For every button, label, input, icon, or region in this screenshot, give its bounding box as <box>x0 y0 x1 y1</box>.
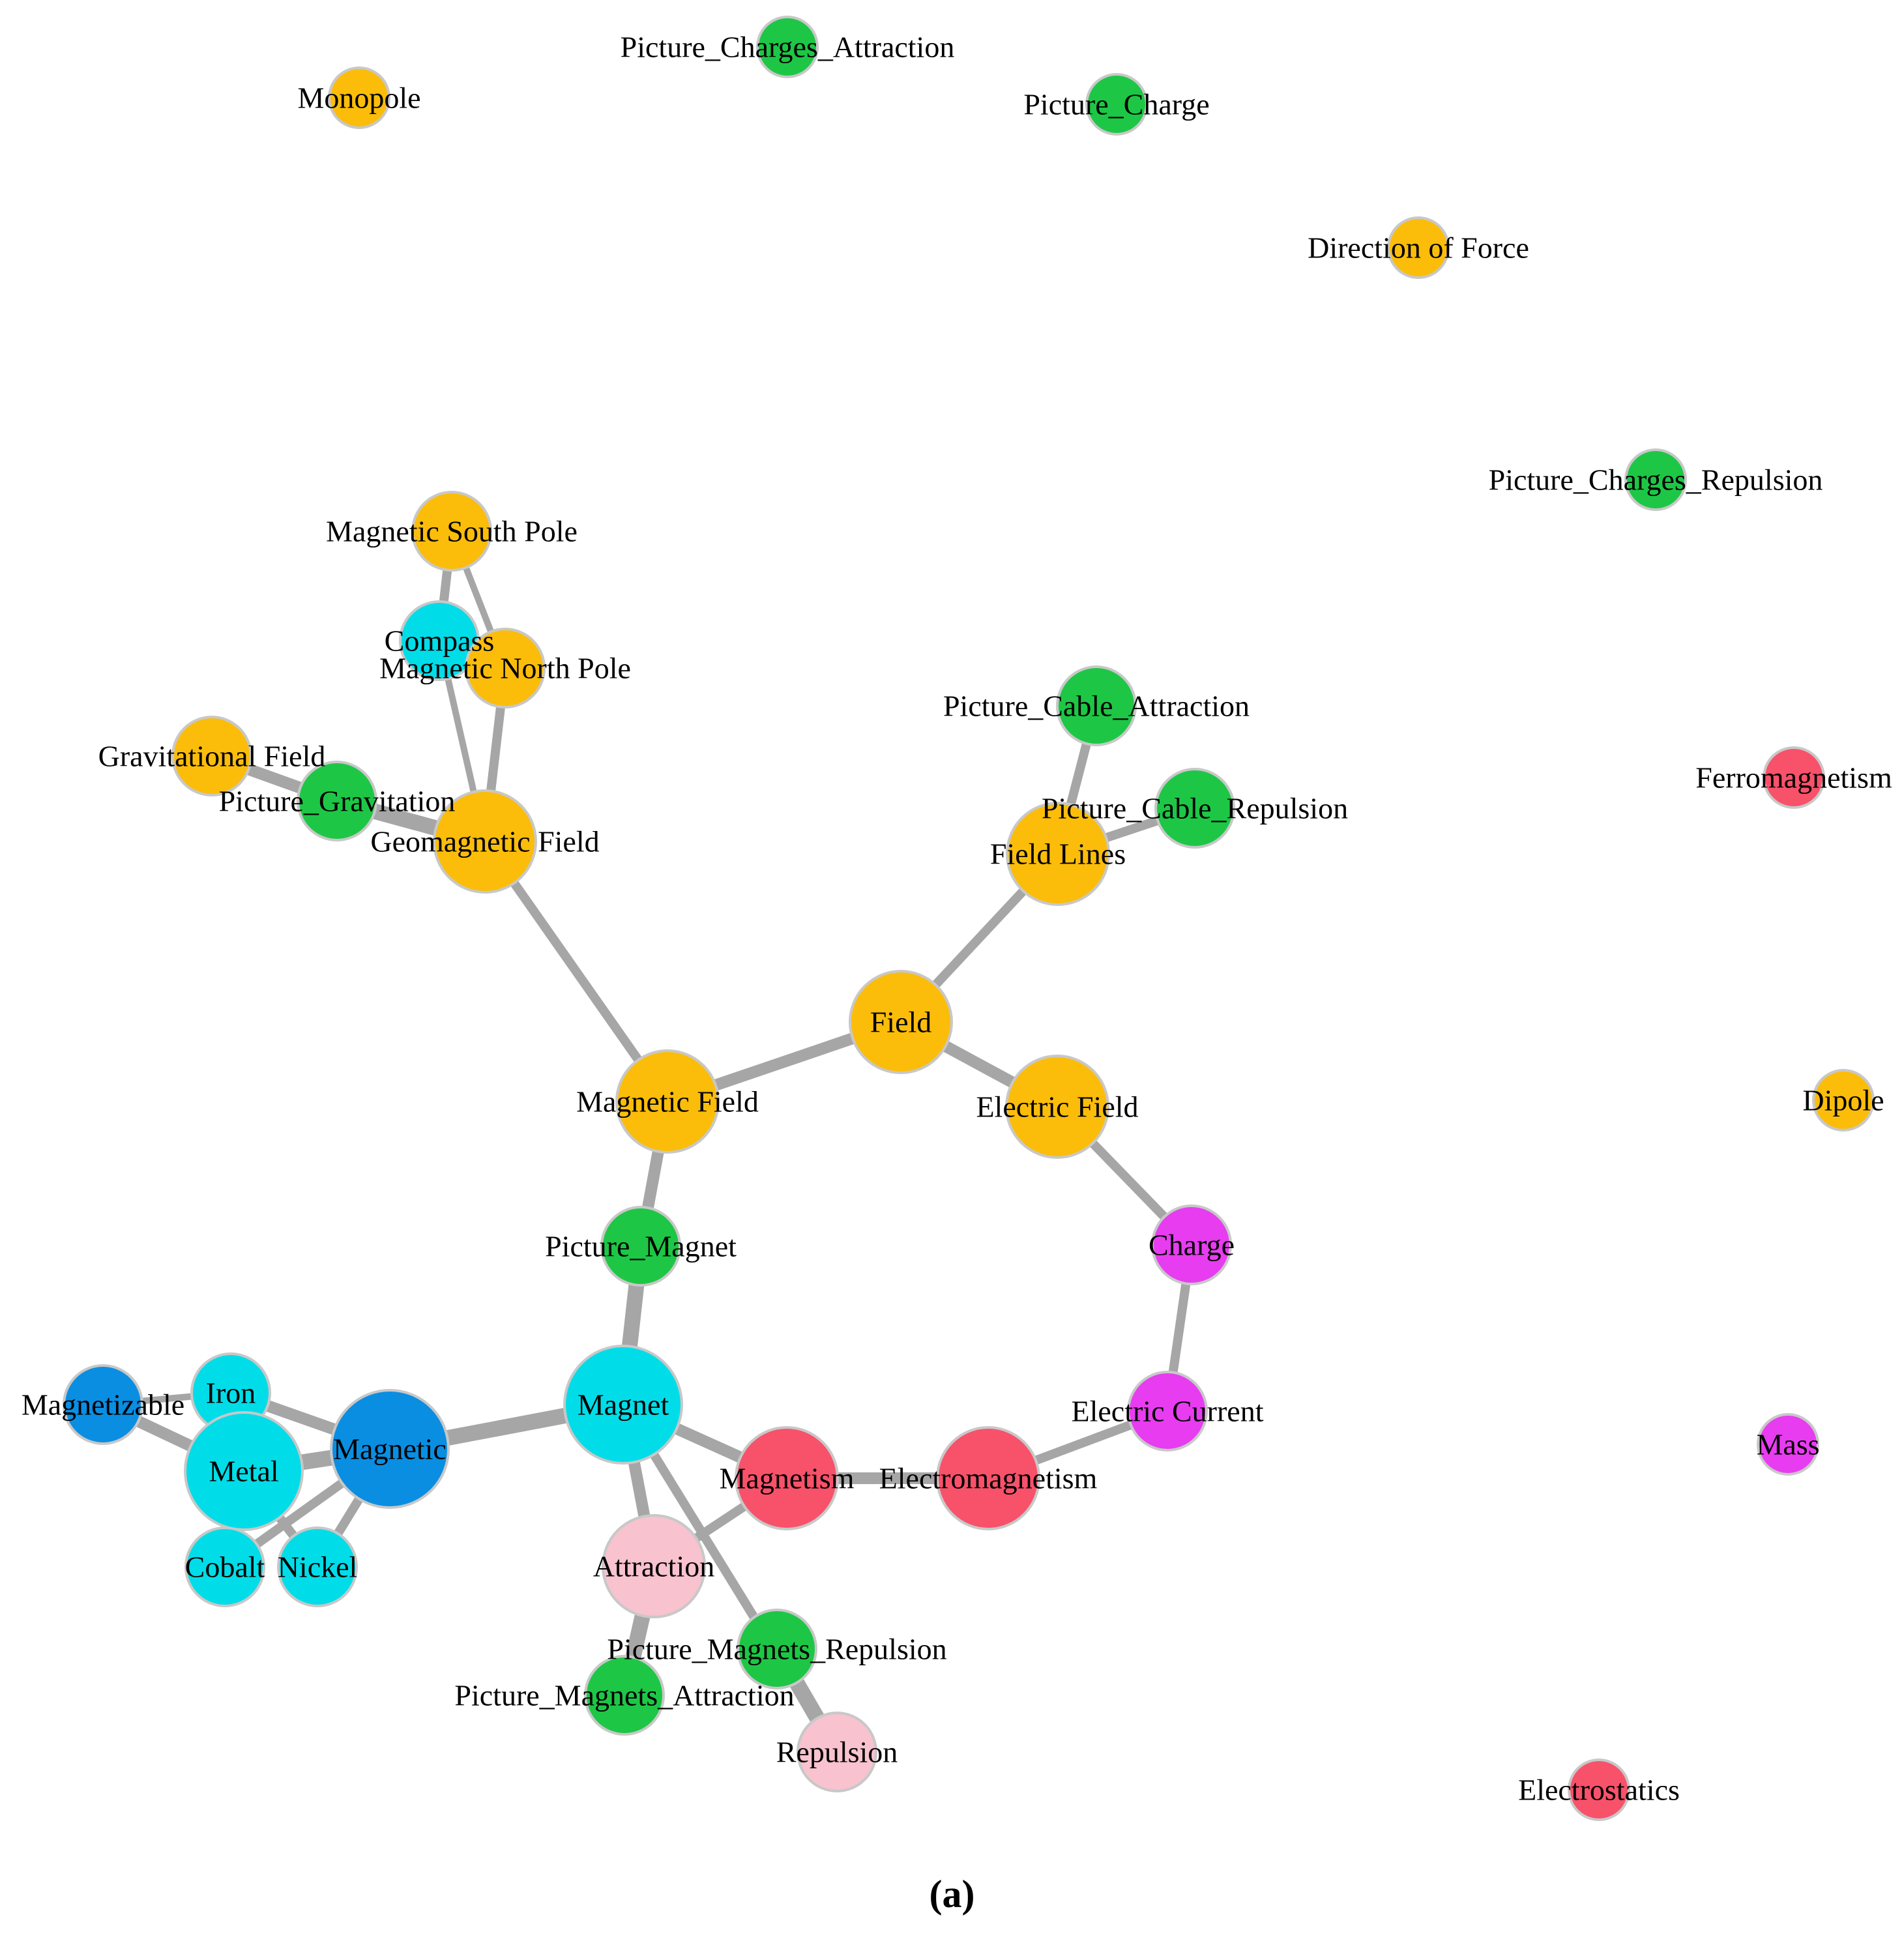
node-pic_magnet <box>600 1206 681 1287</box>
node-repulsion <box>797 1712 877 1792</box>
node-pic_cable_attr <box>1056 665 1137 746</box>
node-label-compass: Compass <box>385 624 495 658</box>
node-label-metal: Metal <box>209 1455 278 1488</box>
node-label-pic_magnet: Picture_Magnet <box>545 1230 737 1263</box>
node-label-pic_grav: Picture_Gravitation <box>219 785 456 818</box>
node-elec_current <box>1127 1371 1208 1452</box>
node-label-magnetizable: Magnetizable <box>22 1388 184 1422</box>
node-mag_field <box>615 1049 720 1154</box>
node-magnetism <box>735 1426 839 1530</box>
node-pic_charge <box>1085 73 1148 136</box>
node-label-magnetic: Magnetic <box>333 1433 447 1466</box>
node-label-pic_cable_attr: Picture_Cable_Attraction <box>943 690 1250 723</box>
edge-geo_field-mag_field <box>480 837 672 1106</box>
node-label-magnetism: Magnetism <box>720 1462 855 1495</box>
node-pic_charges_attr <box>756 16 819 78</box>
node-dipole <box>1812 1069 1875 1131</box>
node-label-charge: Charge <box>1149 1229 1235 1262</box>
node-elec_field <box>1005 1055 1109 1159</box>
node-label-cobalt: Cobalt <box>185 1551 265 1584</box>
node-label-field: Field <box>870 1006 932 1039</box>
node-pic_grav <box>297 761 377 841</box>
node-label-ferro: Ferromagnetism <box>1695 761 1892 795</box>
node-label-electrostatics: Electrostatics <box>1518 1773 1680 1807</box>
node-label-pic_magnets_attr: Picture_Magnets_Attraction <box>454 1679 794 1712</box>
node-mag_north <box>465 628 546 708</box>
node-label-mag_south: Magnetic South Pole <box>326 515 578 548</box>
node-label-pic_cable_rep: Picture_Cable_Repulsion <box>1042 792 1348 825</box>
node-attraction <box>602 1514 706 1618</box>
node-charge <box>1151 1204 1232 1285</box>
node-label-dipole: Dipole <box>1802 1084 1884 1117</box>
node-label-mag_field: Magnetic Field <box>576 1085 759 1118</box>
node-magnet <box>563 1345 683 1465</box>
node-pic_charges_rep <box>1624 448 1687 511</box>
node-mag_south <box>411 491 492 572</box>
node-magnetic <box>330 1389 450 1509</box>
node-geo_field <box>433 789 537 894</box>
node-label-elec_field: Electric Field <box>976 1090 1138 1124</box>
node-field <box>849 970 953 1074</box>
node-pic_cable_rep <box>1154 768 1235 849</box>
node-electrostatics <box>1568 1759 1630 1821</box>
node-ferro <box>1763 746 1825 809</box>
node-electromag <box>936 1426 1040 1530</box>
node-grav_field <box>171 716 252 796</box>
node-label-pic_charges_rep: Picture_Charges_Repulsion <box>1489 463 1823 497</box>
node-label-pic_charges_attr: Picture_Charges_Attraction <box>621 31 955 64</box>
node-label-elec_current: Electric Current <box>1071 1395 1263 1428</box>
node-label-iron: Iron <box>206 1377 256 1410</box>
node-label-nickel: Nickel <box>278 1551 358 1584</box>
node-label-mass: Mass <box>1756 1428 1819 1461</box>
node-label-monopole: Monopole <box>297 81 420 115</box>
node-label-field_lines: Field Lines <box>990 838 1126 871</box>
node-layer <box>63 16 1875 1821</box>
node-label-dir_force: Direction of Force <box>1308 231 1529 265</box>
figure-caption: (a) <box>929 1873 975 1916</box>
node-label-attraction: Attraction <box>593 1550 715 1583</box>
node-mass <box>1757 1413 1819 1476</box>
node-label-repulsion: Repulsion <box>776 1736 898 1769</box>
node-monopole <box>328 66 390 129</box>
node-label-geo_field: Geomagnetic Field <box>370 825 599 858</box>
node-label-magnet: Magnet <box>578 1388 669 1422</box>
node-label-electromag: Electromagnetism <box>879 1462 1098 1495</box>
node-cobalt <box>184 1526 265 1607</box>
node-metal <box>184 1411 304 1531</box>
node-field_lines <box>1006 802 1110 906</box>
node-magnetizable <box>63 1364 143 1445</box>
node-pic_magnets_rep <box>737 1609 817 1689</box>
node-label-grav_field: Gravitational Field <box>98 740 326 773</box>
node-label-pic_magnets_rep: Picture_Magnets_Repulsion <box>607 1633 946 1666</box>
node-dir_force <box>1387 216 1450 279</box>
node-label-mag_north: Magnetic North Pole <box>379 652 631 685</box>
node-nickel <box>277 1526 358 1607</box>
node-label-pic_charge: Picture_Charge <box>1023 88 1209 121</box>
node-pic_magnets_attr <box>584 1655 665 1736</box>
label-layer: Monopole Picture_Charges_AttractionPictur… <box>22 31 1892 1807</box>
